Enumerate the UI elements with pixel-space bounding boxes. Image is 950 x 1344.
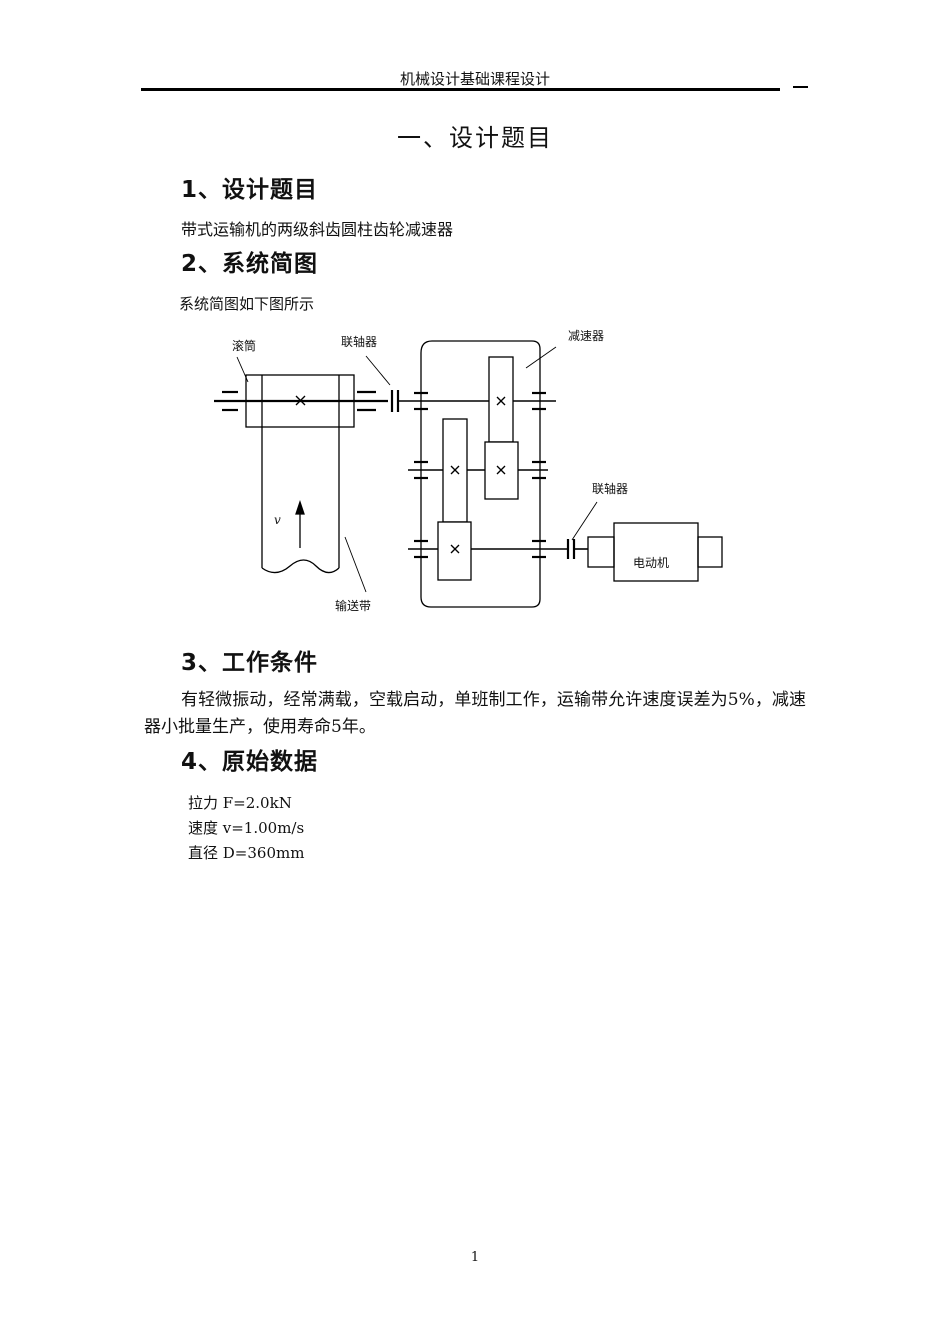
coupling-left <box>390 390 400 412</box>
conveyor-belt <box>261 427 340 574</box>
system-diagram: 滚筒 联轴器 减速器 联轴器 电动机 输送带 v <box>214 329 723 613</box>
section-2-text: 系统简图如下图所示 <box>179 295 315 313</box>
leader-lines <box>236 346 598 593</box>
section-2-heading: 2、系统简图 <box>181 251 319 277</box>
data-line-speed: 速度 v=1.00m/s <box>188 819 305 837</box>
page-title: 一、设计题目 <box>397 124 553 152</box>
page-number: 1 <box>470 1250 480 1265</box>
header-title: 机械设计基础课程设计 <box>399 70 550 88</box>
data-line-diameter: 直径 D=360mm <box>188 844 305 862</box>
header-rule <box>141 88 780 91</box>
label-belt: 输送带 <box>335 598 371 613</box>
data-line-force: 拉力 F=2.0kN <box>188 794 292 812</box>
section-1-text: 带式运输机的两级斜齿圆柱齿轮减速器 <box>181 220 454 239</box>
section-4-heading: 4、原始数据 <box>181 749 319 775</box>
label-reducer: 减速器 <box>568 329 604 343</box>
label-coupling-left: 联轴器 <box>341 334 377 349</box>
label-motor: 电动机 <box>633 556 669 570</box>
reducer-housing <box>420 340 541 608</box>
section-3-heading: 3、工作条件 <box>181 650 319 676</box>
header-dash <box>793 86 808 88</box>
gears <box>437 356 519 581</box>
section-3-text: 有轻微振动，经常满载，空载启动，单班制工作，运输带允许速度误差为5%，减速器小批… <box>144 690 806 737</box>
label-coupling-right: 联轴器 <box>592 481 628 496</box>
bearings <box>414 391 546 559</box>
reducer-shafts <box>398 400 568 550</box>
section-1-heading: 1、设计题目 <box>181 177 319 203</box>
motor <box>587 522 723 582</box>
label-velocity: v <box>274 513 281 527</box>
coupling-right <box>566 539 588 559</box>
drum <box>214 374 388 428</box>
label-drum: 滚筒 <box>232 338 256 353</box>
